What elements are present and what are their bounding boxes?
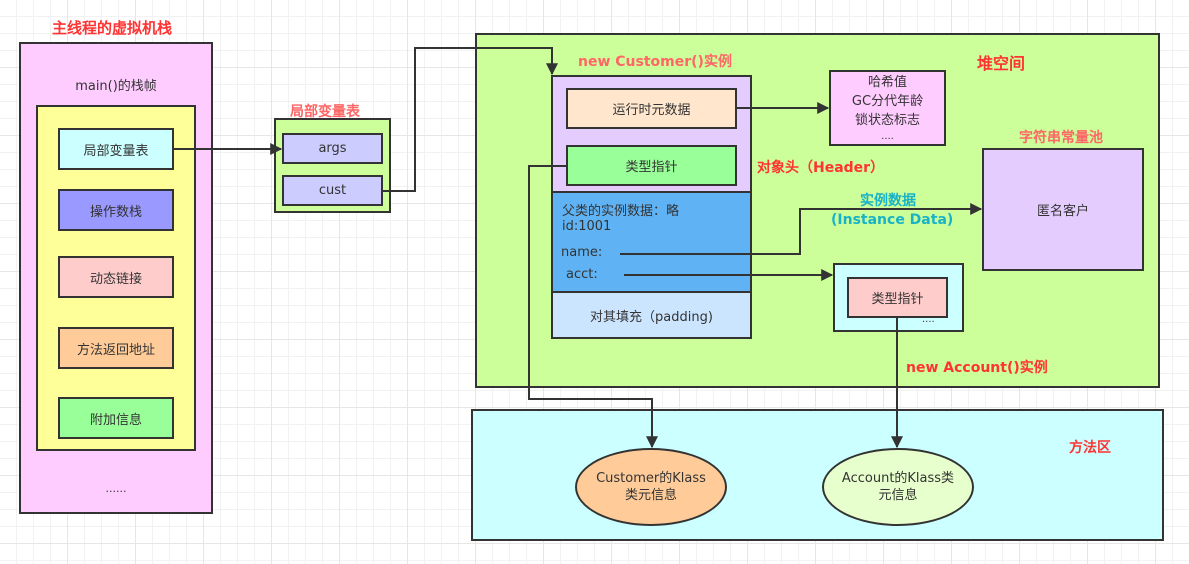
padding[interactable]: 对其填充（padding) [551,291,752,339]
mark-word-ellipsis: .... [881,130,894,142]
mark-word-lock: 锁状态标志 [854,112,920,128]
field-id: id:1001 [562,219,612,234]
frame-item-label: 局部变量表 [83,143,149,159]
string-pool-title: 字符串常量池 [1019,130,1103,146]
field-acct: acct: [566,267,598,282]
heap-title: 堆空间 [977,54,1026,73]
account-instance-title: new Account()实例 [906,360,1048,376]
frame-item-label: 动态链接 [89,271,142,287]
frame-item-extra-info[interactable]: 附加信息 [58,397,174,439]
account-ellipsis: .... [922,314,935,325]
header-label: 对象头（Header） [757,160,885,176]
frame-item-return-address[interactable]: 方法返回地址 [58,327,174,369]
customer-klass[interactable]: Customer的Klass 类元信息 [575,448,727,526]
local-var-args[interactable]: args [282,133,383,164]
account-type-pointer[interactable]: 类型指针 [847,277,948,318]
runtime-metadata-label: 运行时元数据 [612,103,691,118]
stack-ellipsis: ...... [105,482,127,495]
account-klass[interactable]: Account的Klass类 元信息 [822,448,974,526]
type-pointer-label: 类型指针 [871,292,924,307]
frame-item-label: 操作数栈 [89,204,142,220]
account-klass-line2: 元信息 [878,488,918,503]
instance-data-label-cn: 实例数据 [860,193,916,209]
customer-instance-title: new Customer()实例 [578,54,732,70]
frame-item-operand-stack[interactable]: 操作数栈 [58,189,174,231]
customer-type-pointer[interactable]: 类型指针 [566,145,737,186]
method-area [471,409,1164,541]
stack-title: 主线程的虚拟机栈 [52,19,173,37]
frame-item-dynamic-linking[interactable]: 动态链接 [58,256,174,298]
mark-word-gc-age: GC分代年龄 [851,93,924,109]
local-var-label: args [318,141,347,156]
instance-data-label-en: (Instance Data) [831,212,954,228]
padding-label: 对其填充（padding) [590,309,713,325]
frame-item-local-vars[interactable]: 局部变量表 [58,128,174,170]
method-area-title: 方法区 [1069,440,1111,456]
local-var-label: cust [318,183,347,198]
parent-instance-data: 父类的实例数据：略 [562,204,680,219]
frame-item-label: 附加信息 [89,412,142,428]
instance-data-label: 实例数据 [828,192,948,211]
customer-klass-line1: Customer的Klass [596,471,706,486]
string-pool[interactable]: 匿名客户 [982,148,1144,271]
customer-klass-line2: 类元信息 [624,488,677,503]
local-vars-title: 局部变量表 [290,104,360,120]
frame-label: main()的栈帧 [75,79,157,94]
string-value: 匿名客户 [1036,204,1089,219]
mark-word[interactable]: 哈希值 GC分代年龄 锁状态标志 .... [829,70,946,146]
mark-word-hash: 哈希值 [867,74,907,90]
account-klass-line1: Account的Klass类 [841,471,955,486]
frame-item-label: 方法返回地址 [76,342,155,358]
type-pointer-label: 类型指针 [625,160,678,175]
field-name: name: [561,245,603,260]
runtime-metadata[interactable]: 运行时元数据 [566,88,737,129]
local-var-cust[interactable]: cust [282,175,383,206]
